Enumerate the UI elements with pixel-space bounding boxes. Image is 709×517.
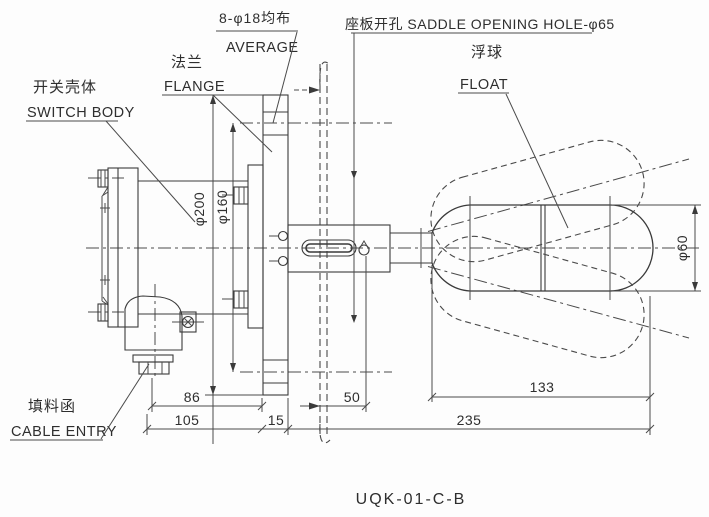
drawing-title: UQK-01-C-B [356, 491, 467, 508]
bolt-holes-label-en: AVERAGE [226, 40, 299, 56]
body-center-marks [100, 203, 110, 285]
dimension-row-133: 133 [427, 265, 655, 402]
dim-133: 133 [530, 379, 555, 395]
saddle-hole-label: 座板开孔 SADDLE OPENING HOLE-φ65 [345, 16, 615, 32]
flange-bolt-bottom [222, 290, 249, 309]
switch-body [97, 167, 248, 328]
float-body [431, 196, 654, 300]
label-saddle-hole: 座板开孔 SADDLE OPENING HOLE-φ65 [345, 16, 615, 323]
dim-bolt-circle: φ160 [214, 190, 230, 224]
flange [222, 94, 289, 396]
label-bolt-holes: 8-φ18均布 AVERAGE [216, 10, 320, 124]
cable-entry-label-en: CABLE ENTRY [11, 424, 117, 440]
dim-flange-od: φ200 [191, 192, 207, 226]
label-flange: 法兰 FLANGE [162, 54, 273, 153]
label-switch-body: 开关壳体 SWITCH BODY [26, 79, 196, 223]
dim-86: 86 [184, 389, 201, 405]
dimension-bolt-circle: φ160 [214, 123, 236, 372]
float-tilted-positions [430, 139, 645, 359]
body-bolt-top [97, 169, 109, 196]
dim-50: 50 [344, 389, 361, 405]
saddle-plate [319, 61, 331, 444]
dim-235: 235 [457, 412, 482, 428]
flange-bolt-top [222, 186, 249, 205]
switch-body-label-cn: 开关壳体 [33, 79, 97, 96]
flange-label-en: FLANGE [164, 79, 225, 95]
dimension-row-86-50: 86 50 [147, 256, 371, 412]
switch-body-label-en: SWITCH BODY [27, 105, 135, 121]
label-float: 浮球 FLOAT [458, 44, 569, 229]
cable-gland [132, 354, 174, 375]
float-label-en: FLOAT [460, 77, 508, 93]
float-label-cn: 浮球 [471, 44, 503, 61]
flange-label-cn: 法兰 [171, 54, 203, 71]
dimension-float-dia: φ60 [612, 204, 701, 292]
dim-15: 15 [268, 412, 285, 428]
dim-float-dia: φ60 [674, 235, 690, 261]
label-cable-entry: 填料函 CABLE ENTRY [10, 363, 150, 441]
junction-box [124, 295, 204, 351]
float-shaft [390, 228, 433, 268]
dimension-row-105-15-235: 105 15 235 [142, 296, 655, 435]
body-bolt-bottom [97, 296, 109, 322]
cable-entry-label-cn: 填料函 [28, 398, 76, 415]
pivot-pin [358, 240, 370, 256]
dimension-flange-od: φ200 [191, 94, 263, 444]
bolt-holes-label-cn: 8-φ18均布 [219, 10, 291, 26]
dim-105: 105 [175, 412, 200, 428]
slot-block [269, 224, 391, 273]
